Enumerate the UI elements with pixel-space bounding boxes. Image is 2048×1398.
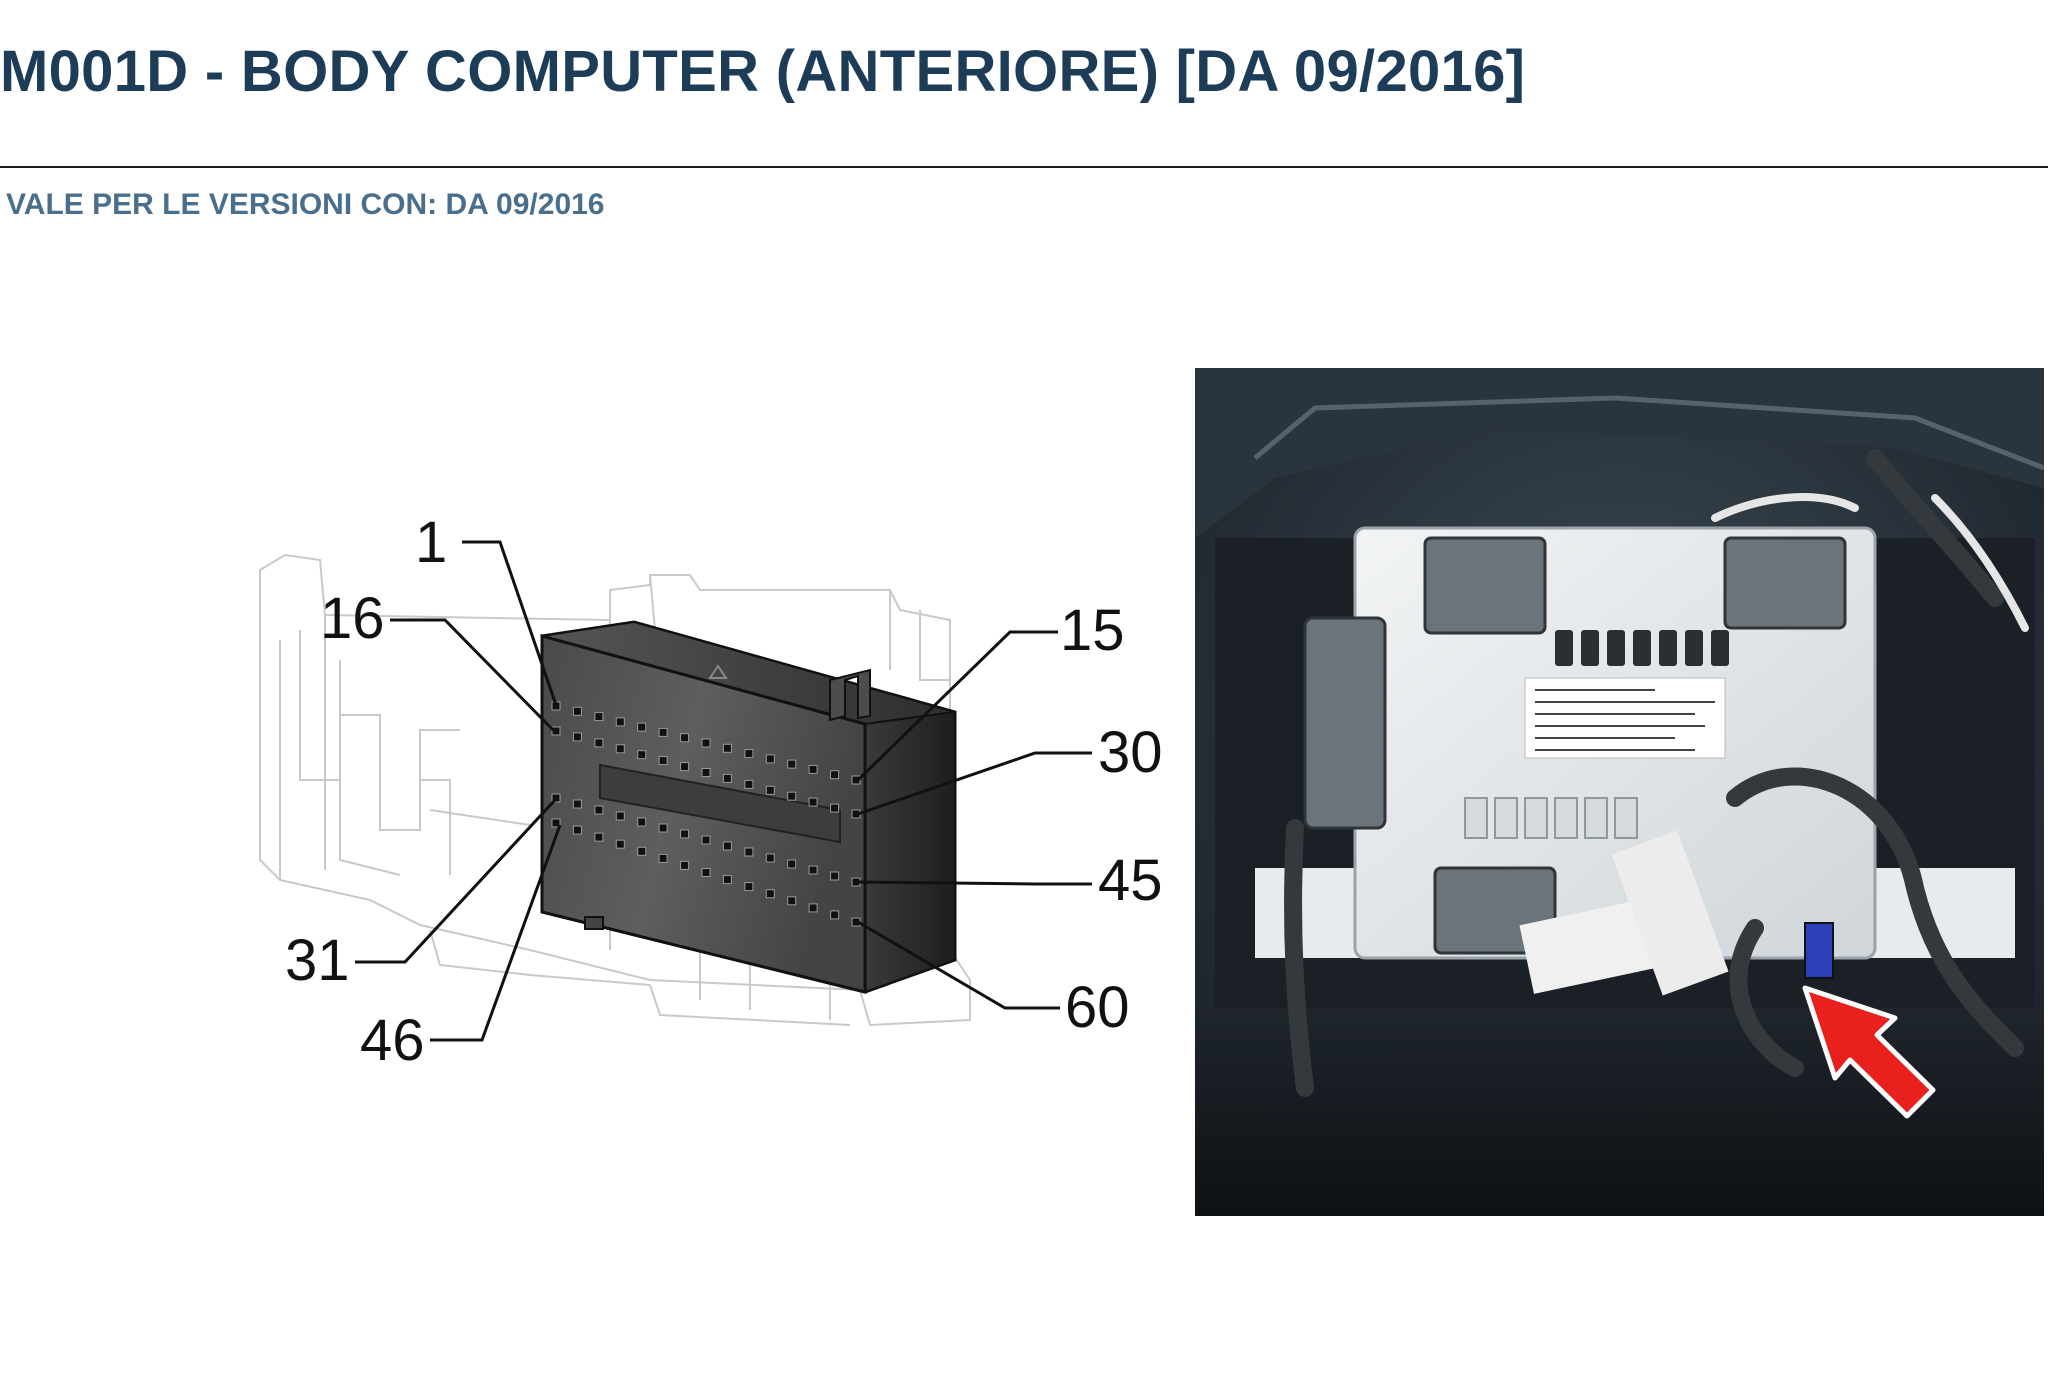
pin-label-46: 46 bbox=[360, 1008, 425, 1073]
connector-pin bbox=[722, 875, 732, 885]
connector-pin bbox=[808, 865, 818, 875]
connector-pin bbox=[594, 738, 604, 748]
installation-photo bbox=[1195, 368, 2044, 1216]
leader-line-31 bbox=[355, 798, 557, 964]
connector-pin bbox=[744, 749, 754, 759]
connector-pin bbox=[701, 768, 711, 777]
connector-housing-outline bbox=[259, 553, 971, 1027]
connector-pin bbox=[594, 832, 604, 842]
leader-line-60 bbox=[857, 920, 1060, 1010]
pin-label-15: 15 bbox=[1060, 598, 1125, 663]
connector-pin bbox=[572, 825, 582, 835]
pin-label-30: 30 bbox=[1098, 720, 1163, 785]
connector-pin bbox=[637, 846, 647, 856]
connector-pin bbox=[830, 871, 840, 881]
connector-pin bbox=[787, 896, 797, 906]
connector-pin bbox=[637, 750, 647, 760]
leader-line-30 bbox=[857, 751, 1092, 816]
connector-pin bbox=[765, 754, 775, 764]
leader-line-46 bbox=[430, 824, 562, 1042]
version-note: VALE PER LE VERSIONI CON: DA 09/2016 bbox=[6, 188, 605, 221]
connector-pin bbox=[830, 803, 840, 813]
connector-pin bbox=[830, 770, 840, 780]
connector-pin bbox=[744, 882, 754, 892]
connector-pin bbox=[701, 738, 711, 748]
connector-pin bbox=[615, 717, 625, 727]
title-divider bbox=[0, 166, 2048, 168]
pin-label-60: 60 bbox=[1065, 975, 1130, 1040]
connector-pin bbox=[680, 829, 690, 839]
connector-pin bbox=[744, 847, 754, 857]
connector-pin bbox=[808, 764, 818, 774]
connector-pin bbox=[722, 743, 732, 753]
connector-pin bbox=[765, 889, 775, 899]
connector-pin bbox=[722, 773, 732, 783]
leader-line-16 bbox=[390, 618, 558, 735]
connector-pin bbox=[594, 712, 604, 722]
connector-pin bbox=[701, 868, 711, 877]
connector-pin bbox=[744, 779, 754, 789]
pointer-arrow-icon bbox=[1802, 985, 1936, 1119]
connector-pin bbox=[722, 841, 732, 851]
connector-pin bbox=[551, 793, 561, 803]
connector-pin bbox=[658, 853, 668, 863]
connector-pin bbox=[680, 860, 690, 870]
connector-pin bbox=[594, 805, 604, 815]
connector-pin bbox=[680, 762, 690, 772]
connector-pin bbox=[787, 759, 797, 769]
leader-lines bbox=[355, 540, 1092, 1042]
connector-pin bbox=[572, 732, 582, 742]
leader-line-1 bbox=[462, 540, 559, 709]
connector-pin bbox=[830, 910, 840, 920]
connector-pin bbox=[765, 785, 775, 795]
connector-block bbox=[540, 620, 957, 994]
leader-line-15 bbox=[856, 630, 1058, 782]
connector-pin bbox=[637, 722, 647, 732]
connector-pin bbox=[637, 817, 647, 827]
connector-pin bbox=[808, 903, 818, 913]
connector-pin bbox=[787, 859, 797, 869]
connector-pin bbox=[658, 727, 668, 737]
connector-diagram: 1 16 15 30 45 60 31 46 bbox=[259, 510, 1163, 1073]
connector-pin bbox=[658, 823, 668, 833]
connector-pin bbox=[615, 811, 625, 821]
connector-pin bbox=[572, 706, 582, 716]
connector-pin bbox=[680, 733, 690, 743]
page-title: M001D - BODY COMPUTER (ANTERIORE) [DA 09… bbox=[0, 39, 1526, 104]
connector-pin bbox=[701, 835, 711, 845]
connector-pin bbox=[615, 839, 625, 849]
body-computer-unit bbox=[1353, 526, 1877, 960]
pin-label-45: 45 bbox=[1098, 848, 1163, 913]
pin-label-16: 16 bbox=[320, 586, 385, 651]
connector-pin bbox=[615, 744, 625, 754]
pin-grid bbox=[551, 701, 861, 927]
connector-pin bbox=[658, 756, 668, 766]
connector-pin bbox=[787, 791, 797, 801]
connector-pin bbox=[808, 797, 818, 807]
connector-pin bbox=[572, 799, 582, 809]
connector-pin bbox=[765, 853, 775, 863]
leader-line-45 bbox=[857, 880, 1092, 886]
connector-pin bbox=[551, 818, 561, 828]
pin-label-1: 1 bbox=[415, 510, 447, 575]
pin-label-31: 31 bbox=[285, 928, 350, 993]
